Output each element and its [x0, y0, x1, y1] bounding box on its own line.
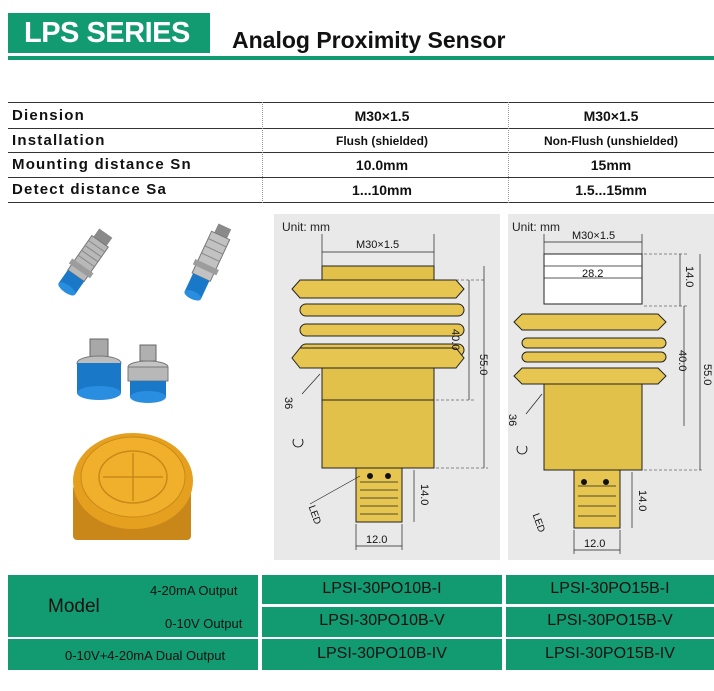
- model-number: LPSI-30PO15B-I: [550, 580, 670, 597]
- spec-value-flush: 1...10mm: [352, 182, 412, 198]
- model-label: Model: [48, 596, 100, 617]
- dim-cable-length: 14.0: [418, 484, 430, 506]
- spec-label: Detect distance Sa: [12, 181, 167, 198]
- unit-label: Unit: mm: [512, 220, 560, 234]
- spec-value-nonflush: Non-Flush (unshielded): [544, 134, 678, 148]
- dimension-drawing-nonflush: Unit: mm: [506, 214, 714, 560]
- model-cell: [506, 575, 714, 604]
- sensor-photo-square-orange: [73, 433, 193, 540]
- dim-body-length: 40.0: [449, 329, 461, 351]
- model-number: LPSI-30PO15B-V: [547, 612, 673, 629]
- model-output-cell: [8, 639, 258, 670]
- spec-value-nonflush: 15mm: [590, 157, 632, 173]
- dimension-drawing-flush: Unit: mm: [274, 214, 500, 560]
- dim-thread: M30×1.5: [572, 230, 616, 242]
- model-number: LPSI-30PO10B-V: [319, 612, 445, 629]
- spec-value-nonflush: M30×1.5: [583, 108, 639, 124]
- spec-divider: [8, 128, 714, 129]
- output-type-label: 0-10V+4-20mA Dual Output: [65, 648, 226, 663]
- spec-value-flush: M30×1.5: [354, 108, 410, 124]
- spec-divider: [8, 152, 714, 153]
- model-cell: [506, 639, 714, 670]
- spec-label: Diension: [12, 107, 85, 124]
- header-rule: [8, 56, 714, 60]
- spec-value-flush: Flush (shielded): [335, 134, 428, 148]
- model-number: LPSI-30PO15B-IV: [545, 645, 675, 662]
- flush-sensor-outline: [291, 234, 488, 550]
- dim-wrench: 36: [282, 397, 294, 410]
- dim-total-length: 55.0: [701, 364, 713, 386]
- model-table: Model 4-20mA Output 0-10V Output 0-10V+4…: [8, 575, 714, 670]
- model-cell: [262, 575, 502, 604]
- model-label-cell: [8, 575, 258, 637]
- spec-label: Installation: [12, 132, 106, 149]
- spec-divider: [8, 102, 714, 103]
- model-number: LPSI-30PO10B-IV: [317, 645, 447, 662]
- series-badge: LPS SERIES: [8, 13, 210, 53]
- dim-wrench: 36: [506, 414, 518, 427]
- sensor-photo-small-flush: [58, 228, 113, 296]
- dim-cable-width: 12.0: [584, 538, 606, 550]
- spec-divider: [8, 202, 714, 203]
- dim-head-diameter: 28.2: [582, 268, 604, 280]
- dim-cable-width: 12.0: [366, 534, 388, 546]
- output-type-label: 0-10V Output: [165, 616, 243, 631]
- unit-label: Unit: mm: [282, 220, 330, 234]
- model-cell: [506, 607, 714, 637]
- spec-column-divider: [508, 102, 509, 203]
- dim-thread: M30×1.5: [356, 239, 400, 251]
- series-name: LPS SERIES: [24, 17, 190, 49]
- model-cell: [262, 639, 502, 670]
- model-number: LPSI-30PO10B-I: [322, 580, 442, 597]
- spec-divider: [8, 177, 714, 178]
- spec-value-nonflush: 1.5...15mm: [575, 182, 647, 198]
- dim-cable-length: 14.0: [636, 490, 648, 512]
- spec-column-divider: [262, 102, 263, 203]
- output-type-label: 4-20mA Output: [150, 583, 238, 598]
- dim-body-length: 40.0: [676, 350, 688, 372]
- dim-total-length: 55.0: [477, 354, 489, 376]
- page-title: Analog Proximity Sensor: [232, 27, 506, 53]
- sensor-photo-small-nonflush: [184, 223, 232, 301]
- model-cell: [262, 607, 502, 637]
- spec-label: Mounting distance Sn: [12, 156, 192, 173]
- nonflush-sensor-outline: [513, 234, 704, 554]
- sensor-photo-large-pair: [76, 338, 169, 403]
- spec-value-flush: 10.0mm: [355, 157, 409, 173]
- dim-head-length: 14.0: [683, 266, 695, 288]
